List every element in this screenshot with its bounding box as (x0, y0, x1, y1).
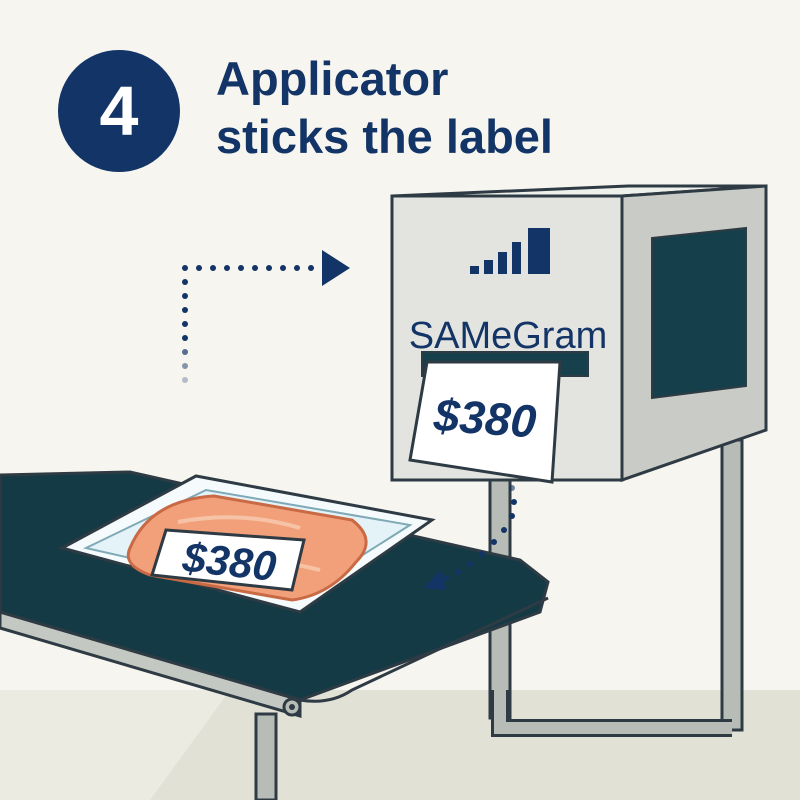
food-tray: $380 (57, 474, 436, 614)
dotted-arrow-down (424, 485, 517, 590)
step-title-line-2: sticks the label (216, 110, 553, 163)
dotted-arrow-in (182, 250, 350, 383)
applicator-machine: SAMeGram (390, 184, 768, 483)
machine-brand: SAMeGram (409, 315, 607, 357)
arrow-head-icon (322, 250, 350, 286)
price-label-text: $380 (431, 388, 538, 447)
step-title: Applicator sticks the label (216, 50, 636, 166)
price-label: $380 (408, 360, 562, 484)
step-title-line-1: Applicator (216, 52, 449, 105)
tray-price-label-text: $380 (180, 533, 279, 590)
step-number-badge: 4 (58, 50, 180, 172)
arrow-head-small-icon (424, 570, 446, 590)
floor-shadow (150, 690, 800, 800)
machine-side-window (651, 226, 747, 400)
conveyor-leg (254, 712, 278, 800)
conveyor-rail (0, 610, 302, 719)
signal-bars-icon (470, 228, 550, 274)
tray-price-label (150, 528, 306, 592)
